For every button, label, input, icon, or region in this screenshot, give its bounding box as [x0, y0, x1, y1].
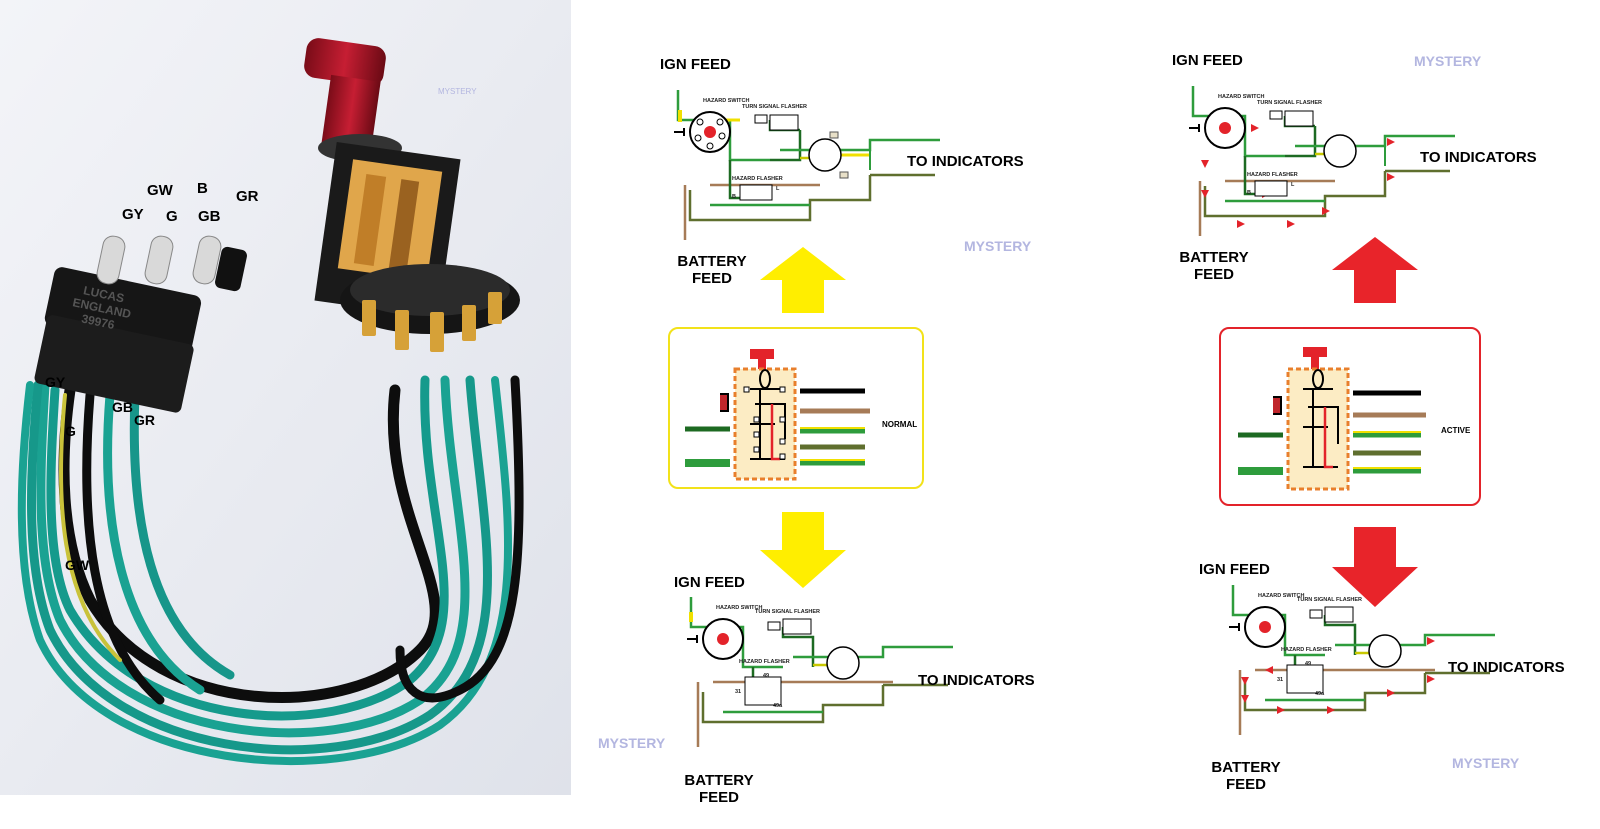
active-bottom-ign-feed: IGN FEED — [1199, 561, 1270, 578]
active-top-b-terminal: B — [1247, 190, 1251, 196]
wire-label-b-top: B — [197, 180, 208, 197]
active-bottom-t31: 31 — [1277, 677, 1283, 683]
photo-watermark: MYSTERY — [438, 87, 477, 96]
normal-bottom-hazard-flasher-label: HAZARD FLASHER — [739, 659, 790, 665]
wire-label-gr-top: GR — [236, 188, 259, 205]
normal-bottom-battery-line: BATTERY — [684, 772, 754, 789]
active-switch-schematic: ACTIVE — [1238, 347, 1471, 491]
wire-label-gr-side: GR — [134, 412, 155, 428]
wire-label-gb-top: GB — [198, 208, 221, 225]
active-top-battery-feed: BATTERY FEED — [1174, 249, 1254, 283]
active-top-hazard-flasher-label: HAZARD FLASHER — [1247, 172, 1298, 178]
normal-bottom-feed-line: FEED — [698, 789, 739, 806]
normal-bottom-ign-feed: IGN FEED — [674, 574, 745, 591]
normal-switch-schematic: NORMAL — [685, 349, 917, 481]
active-top-battery-line: BATTERY — [1179, 249, 1249, 266]
normal-top-battery-feed: BATTERY FEED — [672, 253, 752, 287]
normal-watermark-1: MYSTERY — [964, 238, 1032, 254]
active-top-feed-line: FEED — [1193, 266, 1234, 283]
active-top-to-indicators: TO INDICATORS — [1420, 149, 1537, 166]
switch-photo: LUCAS ENGLAND 39976 MYSTERY — [0, 0, 571, 795]
active-bottom-hazard-flasher-label: HAZARD FLASHER — [1281, 647, 1332, 653]
normal-top-battery-line: BATTERY — [677, 253, 747, 270]
normal-top-wiring-diagram: HAZARD SWITCH TURN SIGNAL FLASHER HAZARD… — [674, 90, 940, 240]
wire-label-gy-top: GY — [122, 206, 144, 223]
wire-label-gb-side: GB — [112, 399, 133, 415]
active-bottom-feed-line: FEED — [1225, 776, 1266, 793]
normal-top-hazard-flasher-label: HAZARD FLASHER — [732, 176, 783, 182]
active-up-arrow — [1332, 237, 1418, 303]
active-bottom-battery-feed: BATTERY FEED — [1206, 759, 1286, 793]
active-watermark-2: MYSTERY — [1452, 755, 1520, 771]
active-top-wiring-diagram: HAZARD SWITCH TURN SIGNAL FLASHER HAZARD… — [1189, 86, 1455, 236]
normal-watermark-2: MYSTERY — [598, 735, 666, 751]
active-top-l-terminal: L — [1291, 182, 1295, 188]
normal-switch-panel: NORMAL — [668, 327, 924, 489]
active-bottom-hazard-switch-label: HAZARD SWITCH — [1258, 593, 1304, 599]
active-watermark-1: MYSTERY — [1414, 53, 1482, 69]
normal-bottom-t49: 49 — [763, 673, 769, 679]
normal-top-to-indicators: TO INDICATORS — [907, 153, 1024, 170]
normal-bottom-wiring-diagram: HAZARD SWITCH TURN SIGNAL FLASHER HAZARD… — [687, 597, 953, 747]
normal-bottom-t49a: 49a — [773, 703, 783, 709]
normal-bottom-hazard-switch-label: HAZARD SWITCH — [716, 605, 762, 611]
active-state-label: ACTIVE — [1441, 426, 1471, 435]
connector-text-3: 39976 — [80, 311, 116, 332]
normal-bottom-turn-signal-label: TURN SIGNAL FLASHER — [755, 609, 820, 615]
normal-top-turn-signal-label: TURN SIGNAL FLASHER — [742, 104, 807, 110]
active-bottom-t49: 49 — [1305, 661, 1311, 667]
normal-down-arrow — [760, 512, 846, 588]
active-bottom-to-indicators: TO INDICATORS — [1448, 659, 1565, 676]
wire-label-gw-top: GW — [147, 182, 173, 199]
normal-top-ign-feed: IGN FEED — [660, 56, 731, 73]
active-bottom-battery-line: BATTERY — [1211, 759, 1281, 776]
normal-up-arrow — [760, 247, 846, 313]
active-top-turn-signal-label: TURN SIGNAL FLASHER — [1257, 100, 1322, 106]
normal-bottom-t31: 31 — [735, 689, 741, 695]
active-down-arrow — [1332, 527, 1418, 607]
normal-top-feed-line: FEED — [691, 270, 732, 287]
active-bottom-turn-signal-label: TURN SIGNAL FLASHER — [1297, 597, 1362, 603]
normal-top-b-terminal: B — [732, 194, 736, 200]
active-bottom-wiring-diagram: HAZARD SWITCH TURN SIGNAL FLASHER HAZARD… — [1229, 585, 1495, 735]
normal-bottom-to-indicators: TO INDICATORS — [918, 672, 1035, 689]
wire-label-gw-side: GW — [65, 557, 90, 573]
wire-label-g-top: G — [166, 208, 178, 225]
normal-top-l-terminal: L — [776, 186, 780, 192]
hazard-switch-illustration: LUCAS ENGLAND 39976 MYSTERY — [0, 0, 571, 795]
normal-state-label: NORMAL — [882, 420, 917, 429]
active-switch-panel: ACTIVE — [1219, 327, 1481, 506]
normal-bottom-battery-feed: BATTERY FEED — [679, 772, 759, 806]
active-bottom-t49a: 49a — [1315, 691, 1325, 697]
wire-label-g-side: G — [65, 423, 76, 439]
normal-top-hazard-switch-label: HAZARD SWITCH — [703, 98, 749, 104]
wire-label-gy-side: GY — [45, 374, 66, 390]
active-top-hazard-switch-label: HAZARD SWITCH — [1218, 94, 1264, 100]
active-top-ign-feed: IGN FEED — [1172, 52, 1243, 69]
